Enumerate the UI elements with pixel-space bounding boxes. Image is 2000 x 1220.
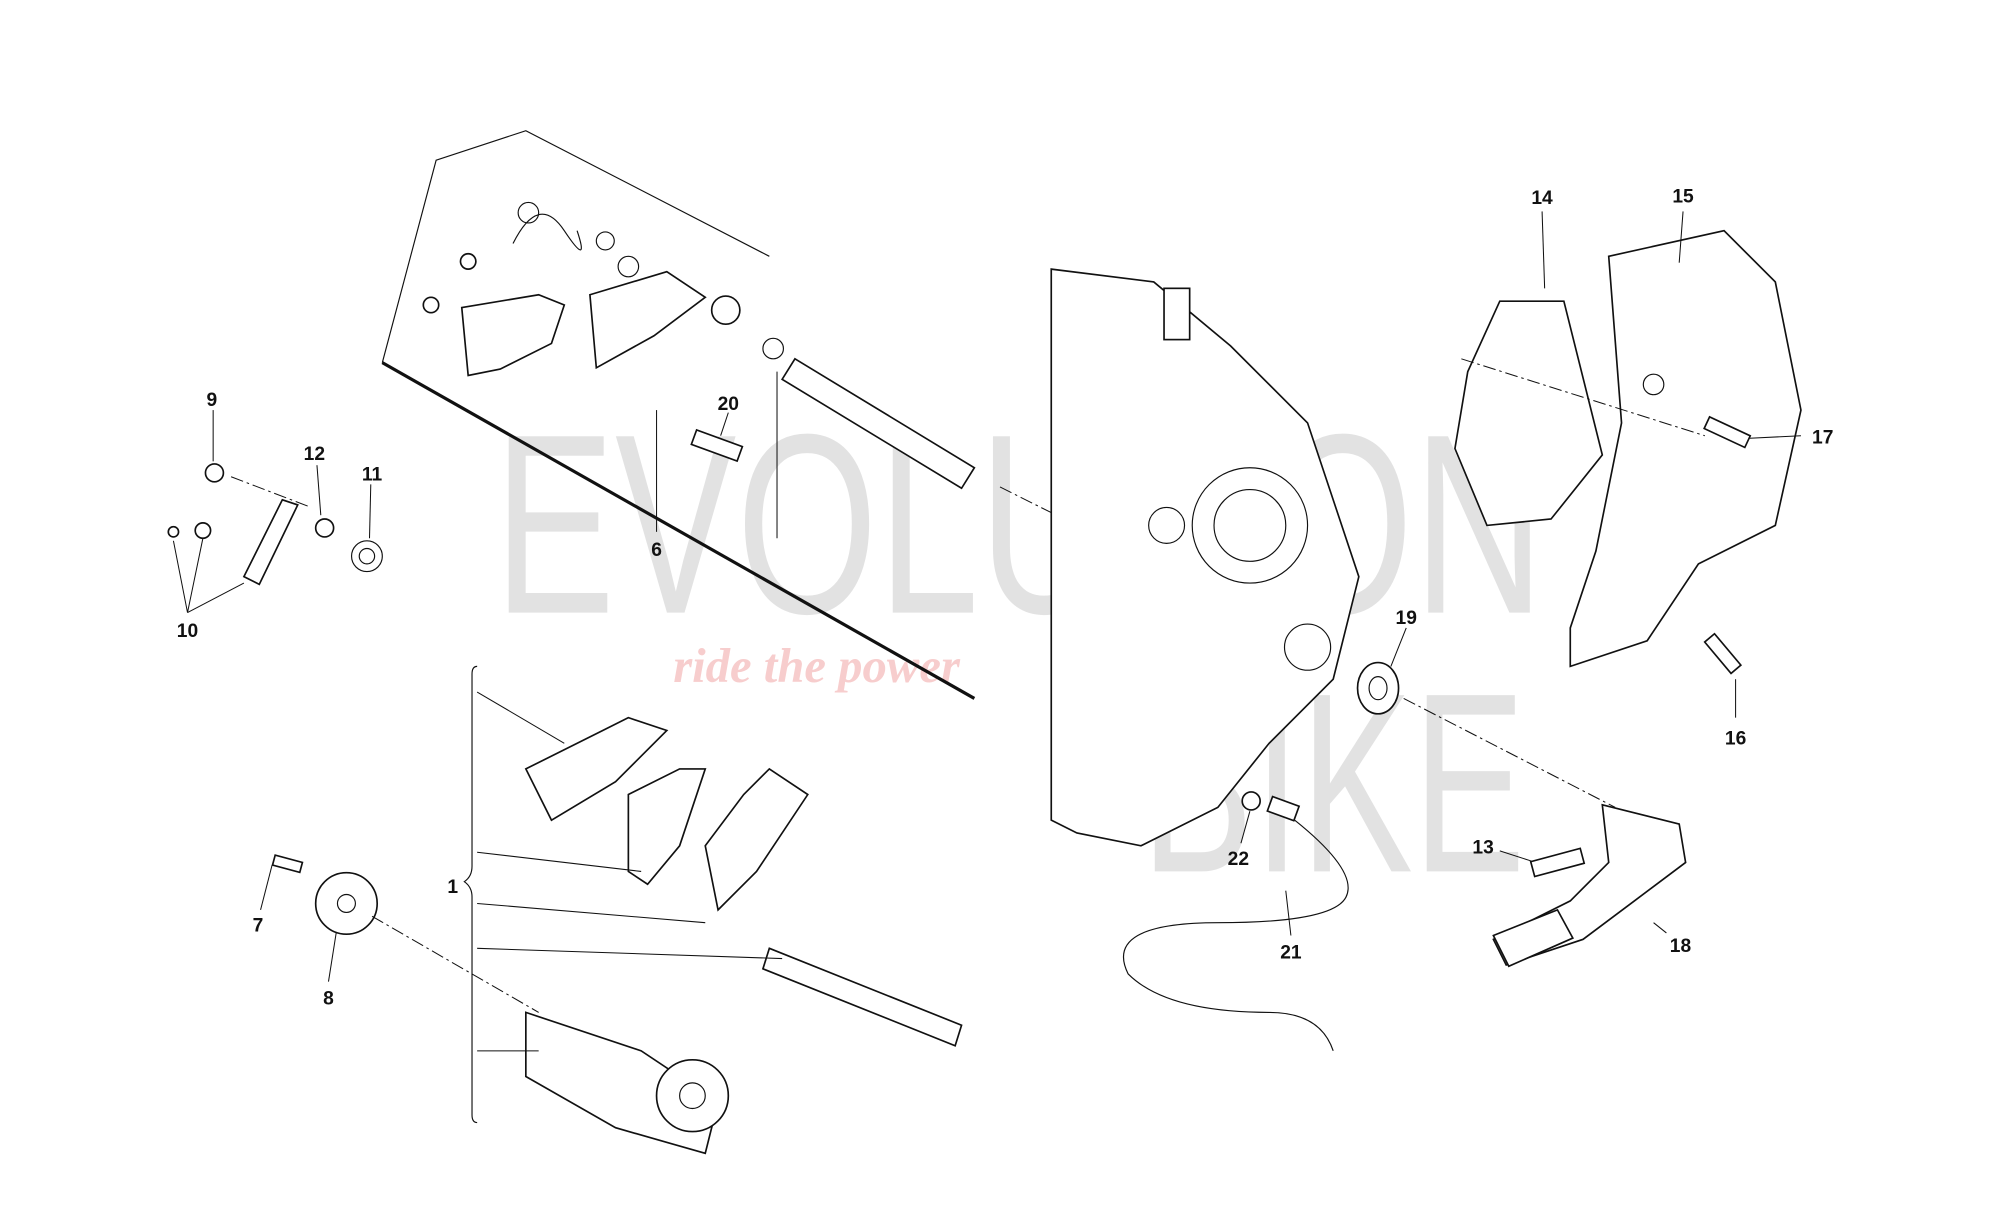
gear-pedal-13-18 (1492, 803, 1687, 968)
callout-7: 7 (253, 916, 264, 937)
callout-19: 19 (1396, 608, 1417, 629)
callout-labels: 1 6 7 8 9 10 11 12 13 14 15 16 17 18 19 … (177, 186, 1834, 1009)
engine-case (1050, 268, 1360, 847)
shift-mechanism-group-6 (381, 130, 1155, 700)
callout-17: 17 (1812, 427, 1833, 448)
watermark-tagline: ride the power (673, 639, 961, 693)
seal-19 (1356, 627, 1616, 808)
callout-16: 16 (1725, 729, 1746, 750)
bolts-16-17 (1703, 415, 1801, 718)
callout-8: 8 (323, 989, 334, 1010)
callout-15: 15 (1672, 186, 1694, 207)
callout-11: 11 (362, 465, 383, 486)
watermark-evolution: EVOLUTION (494, 382, 1545, 668)
shift-fork-group-1 (463, 665, 963, 1155)
drum-star-7-8 (260, 854, 539, 1013)
callout-1: 1 (447, 877, 458, 898)
callout-21: 21 (1280, 943, 1302, 964)
callout-12: 12 (304, 444, 325, 465)
callout-14: 14 (1531, 188, 1553, 209)
bolt-20 (690, 412, 744, 463)
callout-20: 20 (718, 394, 739, 415)
callout-9: 9 (207, 390, 218, 411)
sensor-21-22 (1123, 791, 1349, 1052)
detent-lever-assembly (167, 410, 383, 614)
callout-10: 10 (177, 621, 198, 642)
callout-6: 6 (651, 540, 662, 561)
cover-14-15 (1454, 211, 1802, 668)
callout-22: 22 (1228, 849, 1249, 870)
callout-18: 18 (1670, 936, 1692, 957)
callout-13: 13 (1472, 837, 1493, 858)
